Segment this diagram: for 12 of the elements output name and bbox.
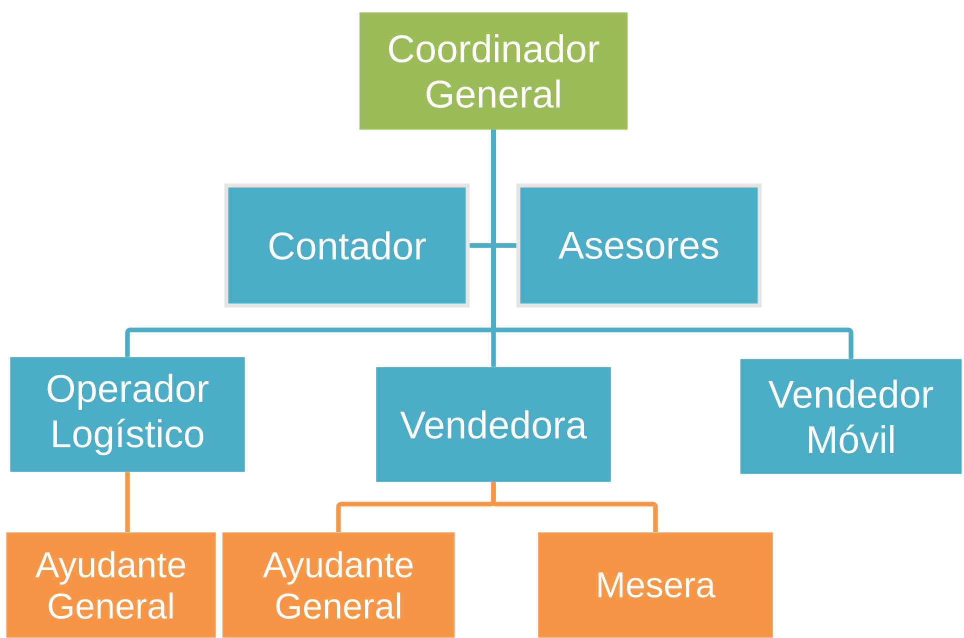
connector-line — [491, 130, 854, 359]
role-box: Contador — [224, 184, 470, 308]
helper-box: Ayudante General — [222, 532, 454, 638]
role-box: Vendedora — [376, 367, 611, 482]
coordinator-box: Coordinador General — [360, 12, 628, 130]
connector-line — [491, 482, 658, 532]
role-box: Operador Logístico — [10, 357, 245, 472]
role-box: Asesores — [516, 184, 762, 308]
connector-line — [125, 472, 130, 532]
helper-box: Ayudante General — [6, 532, 216, 638]
helper-box: Mesera — [538, 532, 773, 638]
role-box: Vendedor Móvil — [740, 359, 962, 474]
